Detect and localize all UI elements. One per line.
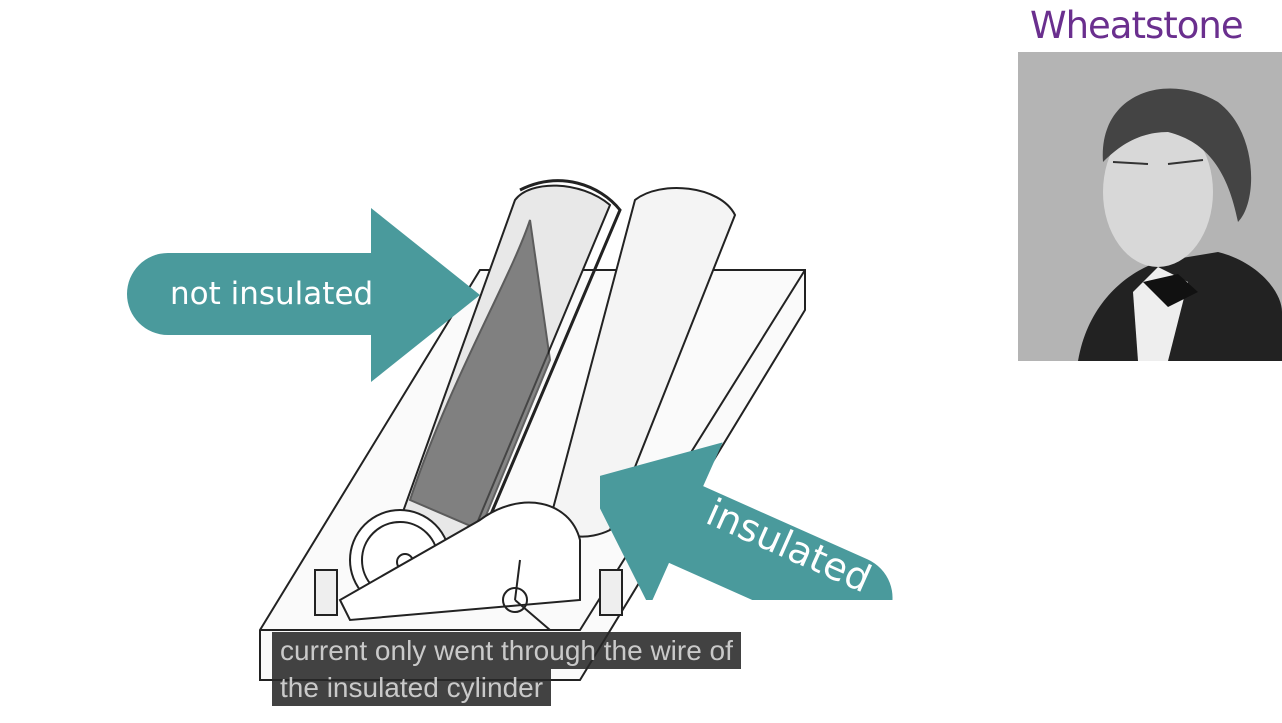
wheatstone-portrait	[1018, 52, 1282, 361]
video-caption: current only went through the wire of th…	[272, 632, 741, 706]
slide-title: Wheatstone	[1030, 4, 1244, 47]
arrow-insulated	[600, 442, 893, 600]
caption-line-1: current only went through the wire of	[272, 632, 741, 669]
rheostat-machine-drawing	[259, 179, 806, 681]
caption-line-2: the insulated cylinder	[272, 669, 552, 706]
arrow-not-insulated	[127, 208, 480, 382]
not-insulated-label: not insulated	[170, 276, 374, 312]
